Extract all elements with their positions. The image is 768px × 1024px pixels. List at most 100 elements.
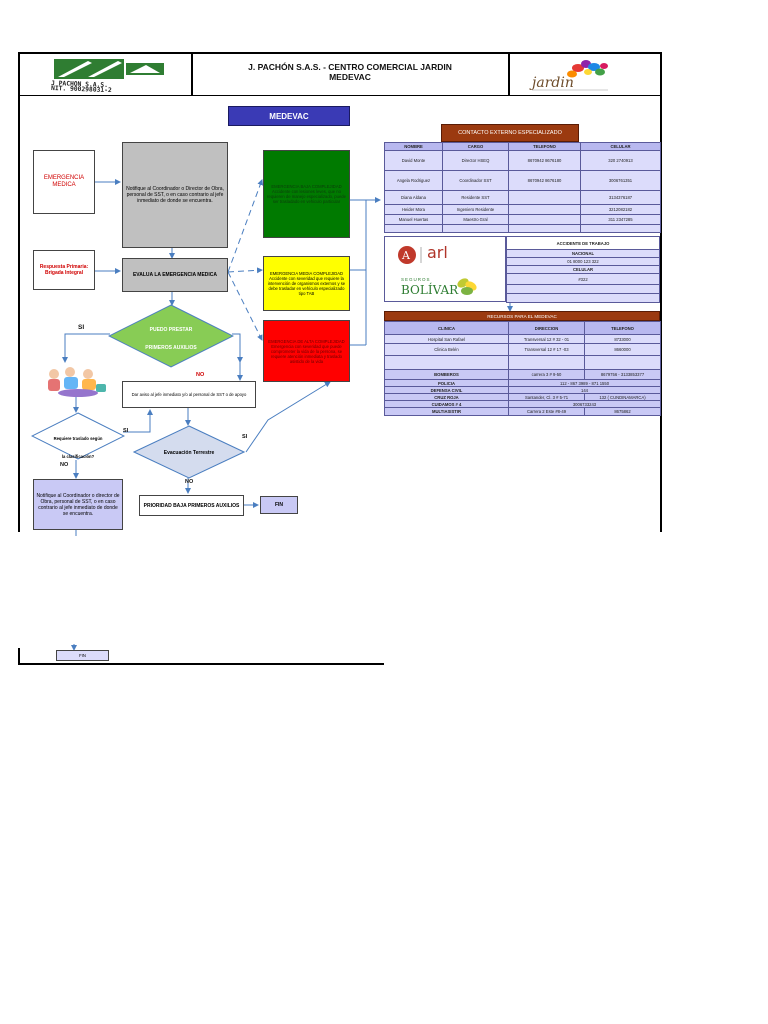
contact-cell: [508, 204, 581, 215]
contact-row: Heider Mora Ingeniero Residente 32120821…: [384, 204, 661, 215]
fin-box-1: FIN: [260, 496, 298, 514]
contact-cell: Residente SST: [442, 190, 509, 205]
si-traslado-label: SI: [123, 428, 129, 434]
services-cell: 132 ( CUNDINAMARCA): [584, 393, 661, 401]
recursos-cell: Clinica Belén: [384, 343, 509, 356]
arl-logo-block: A arl SEGUROS BOLÍVAR: [384, 236, 506, 302]
contact-row: Manuel Huertas Maestro Gral 311 2347285: [384, 214, 661, 225]
baja-complejidad-text: EMERGENCIA BAJA COMPLEJIDAD Accidente co…: [267, 184, 346, 204]
evacuacion-diamond: [133, 425, 245, 479]
bolivar-leaf-icon: [457, 278, 477, 295]
document-frame: [18, 52, 662, 532]
header-title-line2: MEDEVAC: [329, 72, 371, 82]
celular-label: CELULAR: [506, 265, 660, 274]
services-cell: 8675862: [584, 407, 661, 416]
notify-box-top: Notifique al Coordinador o Director de O…: [122, 142, 228, 248]
accidente-row: [506, 284, 660, 294]
evacuacion-text: Evacuación Terrestre: [163, 450, 215, 456]
services-row: MULTIASISTIR Carrera 2 Este #8-49 867586…: [384, 407, 661, 416]
notify-bottom-text: Notifique al Coordinador o director de O…: [36, 492, 120, 517]
svg-text:jardin: jardin: [529, 75, 574, 91]
bottom-left-border: [18, 648, 20, 664]
header-title-line1: J. PACHÓN S.A.S. - CENTRO COMERCIAL JARD…: [248, 62, 452, 72]
nacional-phone: 01 8000 123 322: [506, 257, 660, 266]
celular-phone: #322: [506, 273, 660, 285]
puedo-prestar-text: PUEDO PRESTAR PRIMEROS AUXILIOS: [145, 327, 197, 351]
recursos-title: RECURSOS PARA EL MEDEVAC: [384, 311, 660, 321]
recursos-cell: Hospital San Rafael: [384, 334, 509, 344]
no-evac-label: NO: [185, 479, 194, 485]
contact-cell: 3134376187: [580, 190, 661, 205]
recursos-cell: 8660000: [584, 343, 661, 356]
arl-text: arl: [427, 243, 448, 262]
dar-aviso-text: Dar aviso al jefe inmediato y/o al perso…: [131, 392, 247, 397]
services-cell: CRUZ ROJA: [384, 393, 509, 401]
contact-header-cell: CELULAR: [580, 142, 661, 151]
contact-cell: 8670942 8676180: [508, 170, 581, 191]
evalua-text: EVALUA LA EMERGENCIA MEDICA: [132, 272, 218, 278]
contact-header-cell: TELEFONO: [508, 142, 581, 151]
respuesta-primaria-text: Respuesta Primaria: Brigada Integral: [39, 264, 89, 276]
contact-table: NOMBRE CARGO TELEFONO CELULAR David Mont…: [384, 142, 661, 233]
evalua-box: EVALUA LA EMERGENCIA MEDICA: [122, 258, 228, 292]
contact-cell: Heider Mora: [384, 204, 443, 215]
accidente-row: NACIONAL: [506, 249, 660, 258]
recursos-header-cell: TELEFONO: [584, 321, 661, 335]
contact-row-empty: [384, 224, 661, 233]
services-cell: 144: [508, 386, 661, 394]
services-cell: 112 - 867 3989 - 871 1550: [508, 379, 661, 387]
services-row: BOMBEROS carrera 3 # 9-50 8679756 - 3133…: [384, 369, 661, 380]
emergencia-medica-box: EMERGENCIA MEDICA: [33, 150, 95, 214]
services-row: POLICIA 112 - 867 3989 - 871 1550: [384, 379, 661, 387]
contact-cell: [508, 190, 581, 205]
accidente-row: 01 8000 123 322: [506, 257, 660, 266]
recursos-row: Hospital San Rafael Transversal 12 # 32 …: [384, 334, 661, 344]
contact-header-row: NOMBRE CARGO TELEFONO CELULAR: [384, 142, 661, 151]
services-cell: 8679756 - 3133853377: [584, 369, 661, 380]
requiere-traslado-diamond: [31, 412, 125, 460]
no-label-right: NO: [196, 372, 205, 378]
services-row: CRUZ ROJA Santander, Cl. 3 # 5-71 132 ( …: [384, 393, 661, 401]
media-complejidad-text: EMERGENCIA MEDIA COMPLEJIDAD Accidente c…: [267, 271, 346, 296]
bolivar-text: BOLÍVAR: [401, 283, 459, 297]
recursos-header-cell: CLINICA: [384, 321, 509, 335]
contact-header-cell: CARGO: [442, 142, 509, 151]
arl-logo: A: [398, 246, 422, 264]
puedo-prestar-label: PUEDO PRESTAR PRIMEROS AUXILIOS: [140, 318, 202, 354]
alta-complejidad-box: EMERGENCIA DE ALTA COMPLEJIDAD Emergenci…: [263, 320, 350, 382]
contact-cell: 320 2740913: [580, 150, 661, 171]
respuesta-primaria-box: Respuesta Primaria: Brigada Integral: [33, 250, 95, 290]
recursos-cell: Transversal 12 # 17 -03: [508, 343, 585, 356]
fin-text-1: FIN: [274, 502, 284, 508]
contact-cell: Coordinador SST: [442, 170, 509, 191]
media-complejidad-box: EMERGENCIA MEDIA COMPLEJIDAD Accidente c…: [263, 256, 350, 311]
recursos-row: Clinica Belén Transversal 12 # 17 -03 86…: [384, 343, 661, 356]
header-title: J. PACHÓN S.A.S. - CENTRO COMERCIAL JARD…: [192, 62, 508, 82]
seguros-text: SEGUROS: [401, 277, 431, 282]
contact-cell: Ingeniero Residente: [442, 204, 509, 215]
contact-header-cell: NOMBRE: [384, 142, 443, 151]
recursos-header-cell: DIRECCION: [508, 321, 585, 335]
contact-cell: 8670942 8676180: [508, 150, 581, 171]
fin-box-2: FIN: [56, 650, 109, 661]
si-evac-label: SI: [242, 434, 248, 440]
recursos-spacer: [384, 355, 661, 370]
services-cell: CUIDAMOS # 4: [384, 400, 509, 408]
services-cell: BOMBEROS: [384, 369, 509, 380]
contact-cell: 311 2347285: [580, 214, 661, 225]
header-bar: [18, 52, 662, 96]
contact-cell: Maestro Gral: [442, 214, 509, 225]
header-divider-right: [508, 52, 510, 96]
services-row: DEFENSA CIVIL 144: [384, 386, 661, 394]
accidente-row: [506, 293, 660, 303]
accidente-title: ACCIDENTE DE TRABAJO: [506, 236, 660, 250]
people-illustration: [42, 364, 110, 398]
contact-row: Diana Aldana Residente SST 3134376187: [384, 190, 661, 205]
contact-cell: 3006761351: [580, 170, 661, 191]
contact-cell: David Monte: [384, 150, 443, 171]
services-cell: POLICIA: [384, 379, 509, 387]
recursos-table: CLINICA DIRECCION TELEFONO Hospital San …: [384, 321, 661, 416]
jardin-logo: jardin: [528, 58, 612, 92]
recursos-cell: 8733000: [584, 334, 661, 344]
baja-complejidad-box: EMERGENCIA BAJA COMPLEJIDAD Accidente co…: [263, 150, 350, 238]
